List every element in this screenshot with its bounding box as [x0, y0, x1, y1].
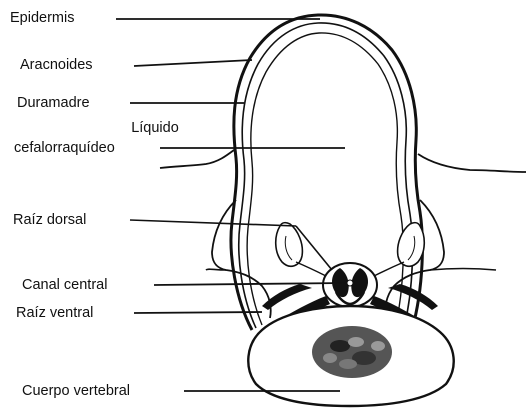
- leader-raiz-ventral: [134, 312, 262, 313]
- leader-canal-central: [154, 283, 346, 285]
- right-lamina: [418, 154, 526, 172]
- trabecular-bone-texture: [312, 326, 392, 378]
- leader-aracnoides: [134, 60, 252, 66]
- label-raiz-dorsal: Raíz dorsal: [13, 212, 86, 228]
- leader-raiz-dorsal: [130, 220, 296, 226]
- central-canal: [347, 280, 353, 286]
- label-aracnoides: Aracnoides: [20, 57, 93, 73]
- right-dorsal-root: [374, 262, 404, 276]
- right-dorsal-root-ganglion: [398, 223, 425, 267]
- label-liquido-line2: cefalorraquídeo: [14, 140, 115, 156]
- left-dorsal-root: [296, 262, 326, 276]
- right-process-edge: [430, 269, 496, 271]
- label-epidermis: Epidermis: [10, 10, 74, 26]
- label-canal-central: Canal central: [22, 277, 107, 293]
- left-process-edge: [206, 269, 226, 270]
- label-raiz-ventral: Raíz ventral: [16, 305, 93, 321]
- label-duramadre: Duramadre: [17, 95, 90, 111]
- label-cuerpo-vertebral: Cuerpo vertebral: [22, 383, 130, 399]
- label-liquido-line1: Líquido: [85, 120, 225, 136]
- left-lamina: [160, 150, 234, 168]
